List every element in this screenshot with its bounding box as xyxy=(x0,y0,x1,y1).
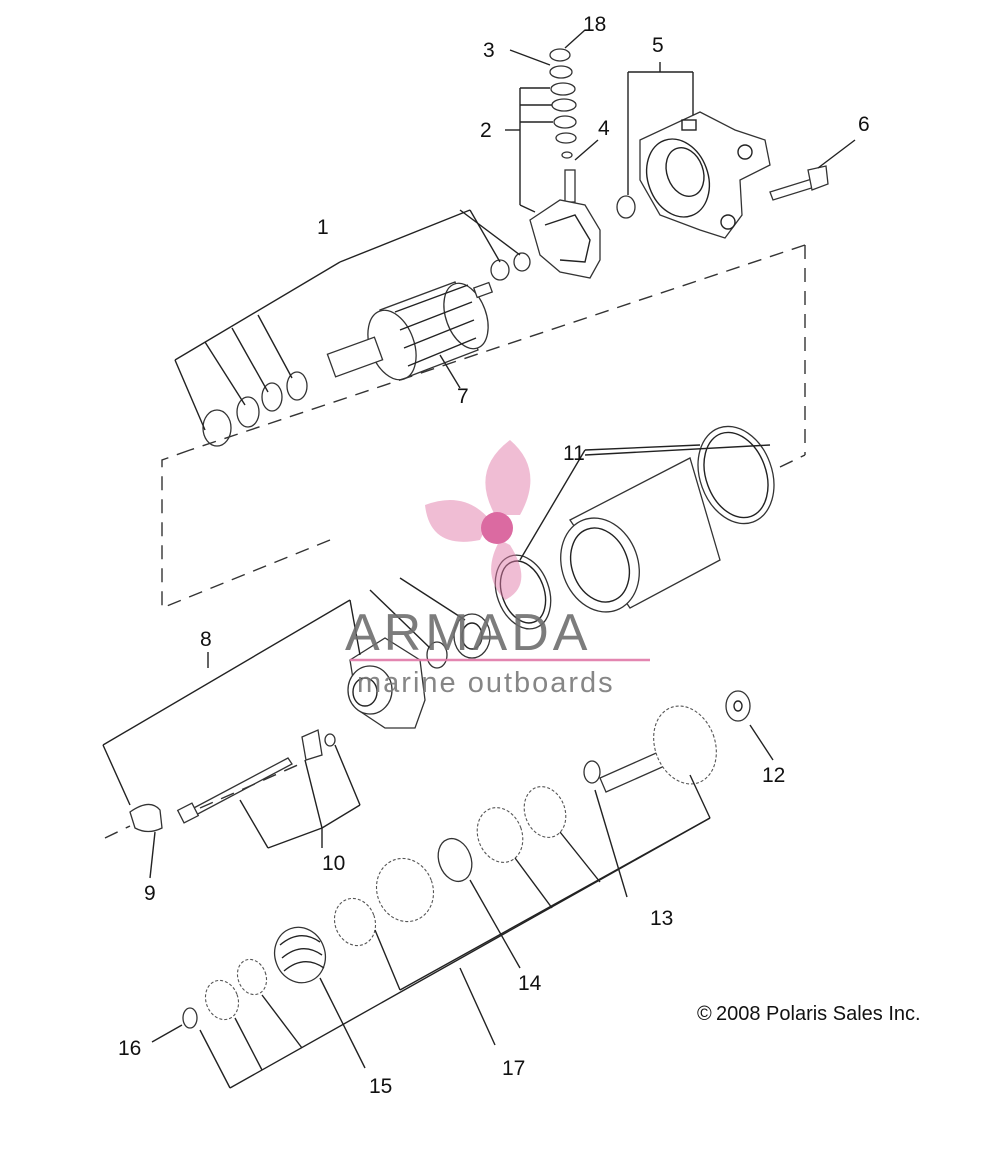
callout-14: 14 xyxy=(518,972,542,995)
callout-4: 4 xyxy=(598,117,610,140)
callout-9: 9 xyxy=(144,882,156,905)
copyright-text: 2008 Polaris Sales Inc. xyxy=(716,1003,921,1025)
callout-16: 16 xyxy=(118,1037,141,1060)
armature xyxy=(202,281,494,447)
yoke-assembly xyxy=(494,425,775,630)
callout-7: 7 xyxy=(457,385,469,408)
callout-18: 18 xyxy=(583,13,606,36)
middle-small-parts xyxy=(104,729,336,839)
clutch-parts xyxy=(182,760,601,1029)
callout-2: 2 xyxy=(480,119,492,142)
callout-leaders-middle xyxy=(102,444,771,879)
callout-6: 6 xyxy=(858,113,870,136)
pinion-shaft xyxy=(599,690,751,793)
propeller-icon xyxy=(425,440,531,600)
copyright-symbol: © xyxy=(697,1003,712,1025)
brush-holder-group xyxy=(490,48,601,281)
callout-1: 1 xyxy=(317,216,329,239)
end-housing xyxy=(616,111,771,239)
callout-3: 3 xyxy=(483,39,495,62)
callout-leaders-upper xyxy=(174,29,856,431)
callout-13: 13 xyxy=(650,907,673,930)
callout-15: 15 xyxy=(369,1075,392,1098)
callout-11: 11 xyxy=(563,442,585,465)
callout-5: 5 xyxy=(652,34,664,57)
callout-10: 10 xyxy=(322,852,345,875)
callout-12: 12 xyxy=(762,764,785,787)
alignment-dashed-line xyxy=(161,244,806,610)
callout-17: 17 xyxy=(502,1057,525,1080)
callout-labels: 1 2 3 4 5 6 7 8 9 10 11 12 13 14 15 16 1… xyxy=(118,13,870,1098)
armada-watermark: ARMADA marine outboards xyxy=(345,440,650,699)
callout-8: 8 xyxy=(200,628,212,651)
copyright-notice: © 2008 Polaris Sales Inc. xyxy=(697,1003,921,1025)
watermark-tagline: marine outboards xyxy=(357,667,615,699)
watermark-brand: ARMADA xyxy=(345,604,591,662)
through-bolt-6 xyxy=(769,165,829,201)
callout-leaders-lower xyxy=(151,724,774,1089)
